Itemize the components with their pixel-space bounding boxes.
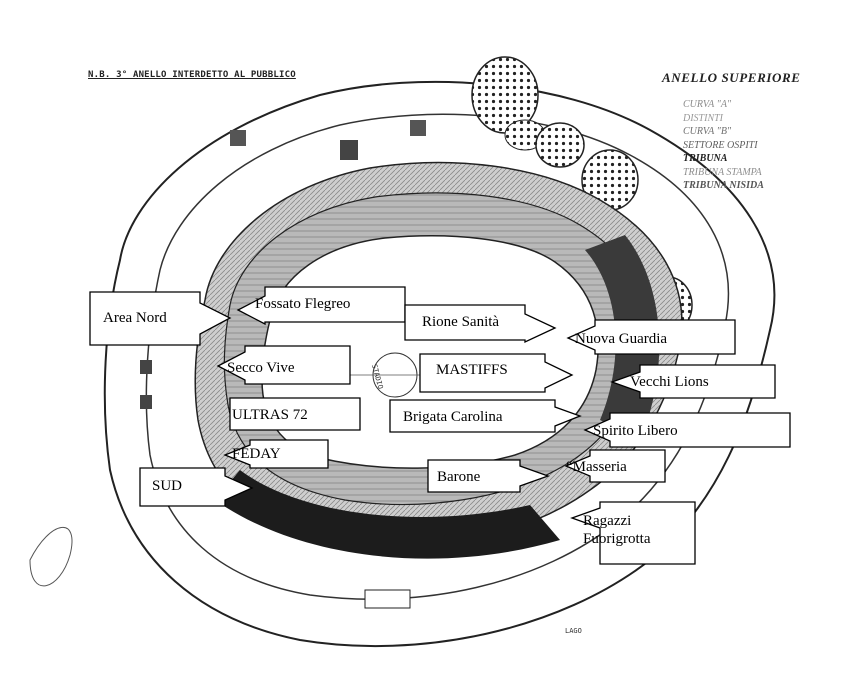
sketch-ellipse	[29, 526, 73, 587]
arrow-area-nord	[89, 291, 232, 346]
label-brigata-carolina: Brigata Carolina	[403, 409, 503, 425]
label-masseria: “Masseria	[566, 459, 627, 475]
header-note: N.B. 3° ANELLO INTERDETTO AL PUBBLICO	[88, 70, 296, 80]
arrow-masseria	[564, 449, 666, 483]
structure	[140, 360, 152, 374]
label-sud: SUD	[152, 478, 183, 494]
arrow-rione-sanita	[404, 304, 557, 344]
structure	[364, 589, 411, 609]
arrow-brigata-carolina	[389, 399, 582, 433]
label-nuova-guardia: Nuova Guardia	[575, 331, 668, 347]
legend-item: SETTORE OSPITI	[683, 139, 758, 151]
arrow-spirito-libero	[583, 412, 791, 448]
label-fuorigrotta: Fuorigrotta	[583, 531, 651, 547]
arrow-ragazzi	[570, 501, 696, 565]
arrow-feday	[223, 439, 329, 469]
label-feday: FEDAY	[232, 446, 281, 462]
arrow-sud	[139, 467, 254, 507]
bottom-label: LAGO	[565, 627, 582, 635]
tree-cluster	[535, 122, 585, 168]
arrow-vecchi-lions	[610, 364, 776, 399]
label-ragazzi: Ragazzi	[583, 513, 632, 529]
structure	[340, 140, 358, 160]
arrow-ultras-72	[229, 397, 361, 431]
header-title: ANELLO SUPERIORE	[662, 70, 801, 85]
label-barone: Barone	[437, 469, 481, 485]
label-mastiffs: MASTIFFS	[436, 362, 508, 378]
pointer-arrows	[89, 286, 791, 565]
arrow-secco-vive	[216, 345, 351, 385]
label-rione-sanita: Rione Sanità	[422, 314, 500, 330]
structure	[140, 395, 152, 409]
arrow-fossato-flegreo	[236, 286, 406, 326]
label-fossato-flegreo: Fossato Flegreo	[255, 296, 351, 312]
label-ultras-72: ULTRAS 72	[232, 407, 308, 423]
legend-item: CURVA "A"	[683, 99, 732, 110]
label-secco-vive: Secco Vive	[227, 360, 295, 376]
legend-item: TRIBUNA	[683, 153, 728, 164]
structure	[410, 120, 426, 136]
arrow-nuova-guardia	[566, 319, 736, 355]
label-vecchi-lions: Vecchi Lions	[630, 374, 709, 390]
legend-item: CURVA "B"	[683, 126, 732, 137]
legend-item: TRIBUNA STAMPA	[683, 166, 762, 178]
legend-item: TRIBUNA NISIDA	[683, 180, 764, 191]
legend-item: DISTINTI	[683, 112, 724, 124]
arrow-barone	[427, 459, 550, 493]
structure	[230, 130, 246, 146]
tribune-dark-band	[215, 470, 560, 559]
label-area-nord: Area Nord	[103, 310, 167, 326]
label-spirito-libero: Spirito Libero	[593, 423, 678, 439]
arrow-mastiffs	[419, 353, 574, 393]
sector-legend: CURVA "A" DISTINTI CURVA "B" SETTORE OSP…	[683, 98, 764, 193]
